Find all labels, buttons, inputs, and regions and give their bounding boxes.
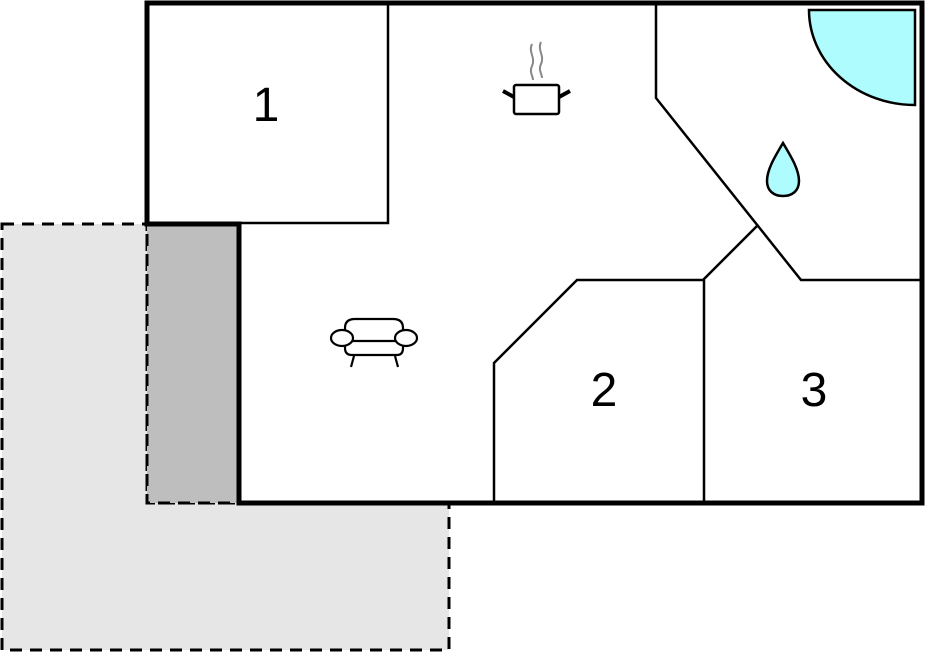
room-label-2: 2: [591, 364, 618, 417]
shower-icon: [807, 8, 917, 107]
room-label-3: 3: [801, 364, 828, 417]
sofa-icon: [329, 317, 419, 368]
room-2-walls: [492, 278, 704, 503]
kitchen-pot-icon: [502, 41, 571, 116]
bathroom-walls: [654, 3, 922, 282]
covered-terrace: [145, 222, 241, 505]
room-label-1: 1: [253, 79, 280, 132]
outer-wall: [144, 0, 925, 506]
room-1-walls: [147, 3, 390, 225]
water-drop-icon: [765, 140, 801, 198]
